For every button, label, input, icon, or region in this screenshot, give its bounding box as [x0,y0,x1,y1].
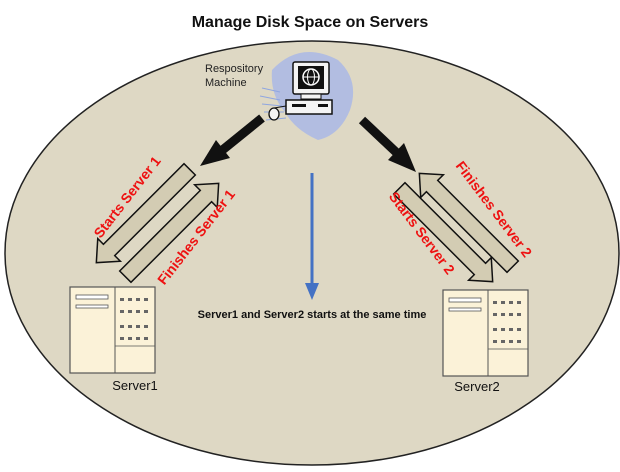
arrow-repository-to-server1 [200,114,265,166]
server2-icon [442,289,529,377]
repository-computer-icon [268,61,333,121]
arrow-repository-to-server2 [358,116,416,172]
center-note: Server1 and Server2 starts at the same t… [198,309,427,321]
repository-label-line2: Machine [205,77,247,89]
server1-label: Server1 [112,378,158,393]
server2-label: Server2 [454,379,500,394]
repository-label-line1: Respository [205,63,264,75]
diagram-title: Manage Disk Space on Servers [191,14,429,31]
arrow-finishes-server1 [118,182,220,284]
arrow-starts-server2 [392,181,494,283]
center-blue-arrow [305,173,319,300]
server1-icon [69,286,156,374]
arrow-starts-server1 [95,162,197,264]
arrow-finishes-server2 [418,172,520,274]
